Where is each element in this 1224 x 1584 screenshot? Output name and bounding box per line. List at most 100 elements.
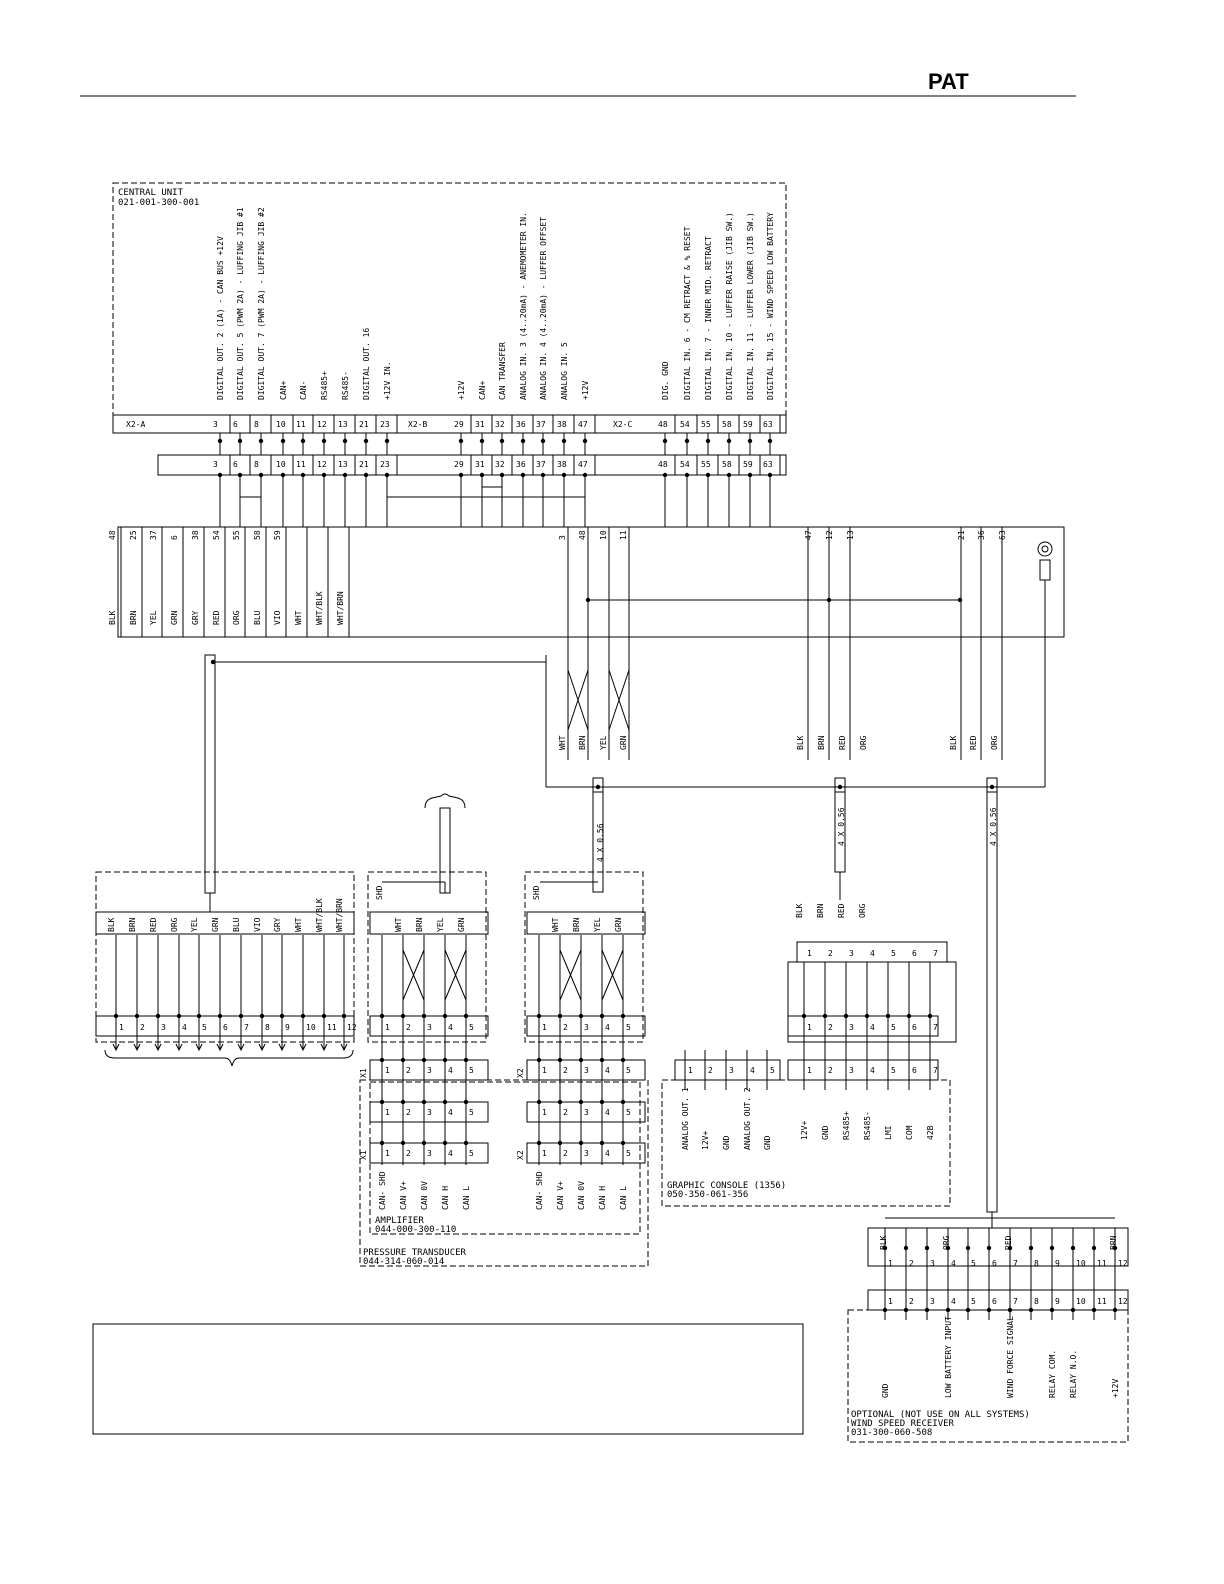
harness-can-pin-3: 11	[619, 530, 628, 540]
cu-pin-c-3: 58	[722, 420, 732, 429]
wind-dot-bot-6	[1007, 1307, 1013, 1313]
wind-dot-9	[1070, 1245, 1076, 1251]
td-pin-strip-a	[369, 1015, 489, 1037]
wind-color-2: RED	[1004, 1235, 1013, 1250]
harness-main-pin-8: 59	[273, 530, 282, 540]
cu-pin-a-7: 21	[359, 420, 369, 429]
twist-b-0	[567, 669, 589, 731]
td-pin-row-b-2-0: 1	[542, 1149, 547, 1158]
wind-pin-top-7: 8	[1034, 1259, 1039, 1268]
junction-top-a-4	[300, 438, 306, 444]
td-signal-a-3: CAN H	[441, 1186, 450, 1210]
cu-signal-b-5: ANALOG IN. 5	[560, 342, 569, 400]
td-pin-row-a-2-0: 1	[385, 1149, 390, 1158]
wind-dot-bot-9	[1070, 1307, 1076, 1313]
plug-pin-c-2: 55	[701, 460, 711, 469]
note-box	[92, 1323, 804, 1435]
wind-pin-bot-7: 8	[1034, 1297, 1039, 1306]
block1-color-strip	[95, 911, 355, 935]
twist-b-1	[608, 669, 630, 731]
block1-color-4: YEL	[190, 917, 199, 932]
cu-pin-c-4: 59	[743, 420, 753, 429]
block1-pin-1: 2	[140, 1023, 145, 1032]
wind-dot-bot-3	[945, 1307, 951, 1313]
harness-box	[117, 526, 1065, 638]
cu-signal-a-7: DIGITAL OUT. 16	[362, 328, 371, 400]
td-pin-row-a-2-4: 5	[469, 1149, 474, 1158]
td-pin-a-3: 4	[448, 1023, 453, 1032]
junction-bot-b-6	[582, 472, 588, 478]
cu-pin-a-8: 23	[380, 420, 390, 429]
block1-pin-5: 6	[223, 1023, 228, 1032]
block1-color-9: WHT	[294, 917, 303, 932]
wind-pin-bot-3: 4	[951, 1297, 956, 1306]
td-color-b-1: BRN	[572, 917, 581, 932]
wind-dot-3	[945, 1245, 951, 1251]
plug-pin-a-3: 10	[276, 460, 286, 469]
junction-wind-shield	[957, 597, 963, 603]
td-pin-row-b-2-3: 4	[605, 1149, 610, 1158]
harness-wind-color-0: BLK	[949, 735, 958, 750]
wind-pin-bot-1: 2	[909, 1297, 914, 1306]
gc-dot-4	[885, 1013, 891, 1019]
junction-top-c-1	[684, 438, 690, 444]
plug-pin-a-6: 13	[338, 460, 348, 469]
gc-signal-0: 12V+	[800, 1121, 809, 1140]
td-shield-b: SHD	[532, 885, 541, 900]
harness-main-pin-3: 6	[170, 535, 179, 540]
gnd-dot-2	[989, 784, 995, 790]
wind-signal-3: RELAY COM.	[1048, 1350, 1057, 1398]
td-pin-row-a-0-4: 5	[469, 1066, 474, 1075]
gc-dot-0	[801, 1013, 807, 1019]
td-color-b-2: YEL	[593, 917, 602, 932]
gc-analog-pin-1: 2	[708, 1066, 713, 1075]
brace-bottom-icon	[104, 1049, 354, 1067]
cu-pin-b-1: 31	[475, 420, 485, 429]
wind-signal-2: WIND FORCE SIGNAL	[1006, 1316, 1015, 1398]
td-pin-row-a-2-3: 4	[448, 1149, 453, 1158]
transducer-cable-box-2	[524, 871, 644, 1043]
block1-pin-0: 1	[119, 1023, 124, 1032]
td-signal-a-1: CAN V+	[399, 1181, 408, 1210]
plug-pin-a-2: 8	[254, 460, 259, 469]
plug-pin-a-7: 21	[359, 460, 369, 469]
td-pin-row-a-1-3: 4	[448, 1108, 453, 1117]
block1-color-1: BRN	[128, 917, 137, 932]
junction-bot-b-3	[520, 472, 526, 478]
gc-color-2: RED	[837, 903, 846, 918]
gc-analog-signal-1: 12V+	[701, 1131, 710, 1150]
harness-can-pin-2: 10	[599, 530, 608, 540]
connector-x2-b: X2-B	[408, 420, 427, 429]
harness-main-color-0: BLK	[108, 610, 117, 625]
amplifier-box	[369, 1081, 641, 1235]
junction-bot-a-4	[300, 472, 306, 478]
junction-bot-c-3	[726, 472, 732, 478]
wind-pin-top-8: 9	[1055, 1259, 1060, 1268]
gc-pin-bot-6: 7	[933, 1066, 938, 1075]
wind-pin-bot-11: 12	[1118, 1297, 1128, 1306]
td-pin-row-a-0-0: 1	[385, 1066, 390, 1075]
td-dot-b-3	[599, 1013, 605, 1019]
gc-pin-bot-4: 5	[891, 1066, 896, 1075]
gc-pin-bot-5: 6	[912, 1066, 917, 1075]
junction-console-shield	[826, 597, 832, 603]
wind-dot-4	[965, 1245, 971, 1251]
td-pin-a-4: 5	[469, 1023, 474, 1032]
cu-signal-b-3: ANALOG IN. 3 (4..20mA) - ANEMOMETER IN.	[519, 212, 528, 400]
harness-wind-color-1: RED	[969, 735, 978, 750]
wind-dot-11	[1112, 1245, 1118, 1251]
wind-pin-bot-10: 11	[1097, 1297, 1107, 1306]
gc-dot-2	[843, 1013, 849, 1019]
connector-x2-a: X2-A	[126, 420, 145, 429]
cu-pin-a-4: 11	[296, 420, 306, 429]
junction-top-b-0	[458, 438, 464, 444]
junction-top-c-5	[767, 438, 773, 444]
plug-pin-c-1: 54	[680, 460, 690, 469]
harness-main-color-5: RED	[212, 610, 221, 625]
cu-pin-a-0: 3	[213, 420, 218, 429]
block1-arrow-icon-2	[154, 1043, 162, 1052]
gc-signal-1: GND	[821, 1125, 830, 1140]
wind-dot-7	[1028, 1245, 1034, 1251]
junction-top-a-6	[342, 438, 348, 444]
wind-dot-8	[1049, 1245, 1055, 1251]
